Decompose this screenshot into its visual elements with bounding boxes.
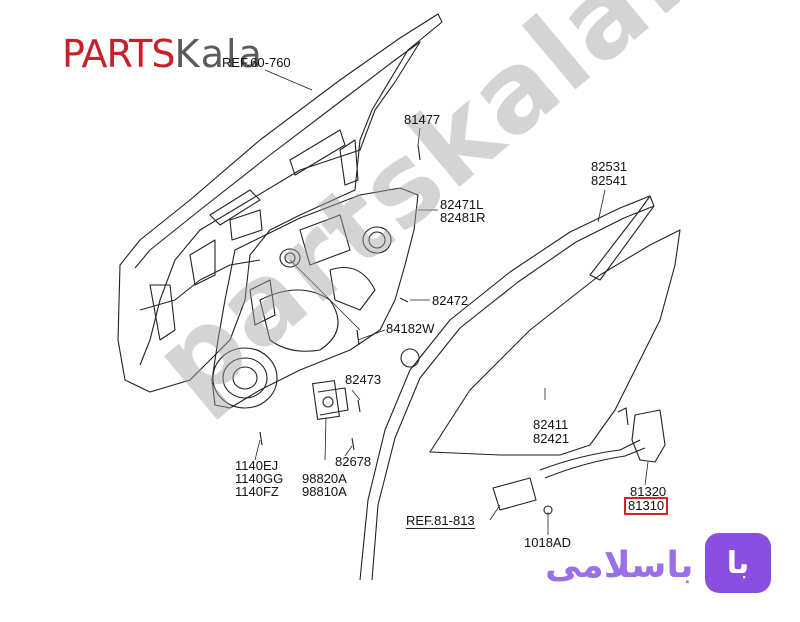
label-98820a: 98820A xyxy=(302,471,347,486)
label-1140ej: 1140EJ xyxy=(235,458,279,473)
label-81477: 81477 xyxy=(404,112,441,127)
label-82473: 82473 xyxy=(345,372,382,387)
door-module-panel xyxy=(211,187,419,409)
door-frame xyxy=(117,13,443,393)
brand-badge-icon: با xyxy=(705,533,771,593)
label-82531: 82531 xyxy=(591,159,628,174)
leader-lines xyxy=(254,69,649,535)
label-1140fz: 1140FZ xyxy=(235,484,279,499)
label-82421: 82421 xyxy=(533,431,570,446)
window-regulator xyxy=(312,380,349,420)
door-glass xyxy=(429,229,681,456)
label-81310-highlighted[interactable]: 81310 xyxy=(624,497,669,515)
label-82472: 82472 xyxy=(432,293,469,308)
label-1140gg: 1140GG xyxy=(235,471,284,486)
label-82411: 82411 xyxy=(533,417,569,432)
glass-run-channel xyxy=(359,195,655,581)
fasteners xyxy=(259,144,421,451)
brand-text: باسلامی xyxy=(545,544,694,586)
label-81320: 81320 xyxy=(630,484,667,499)
label-1018ad: 1018AD xyxy=(524,535,571,550)
label-84182w: 84182W xyxy=(386,321,435,336)
label-82678: 82678 xyxy=(335,454,372,469)
partskala-logo: PARTSKala xyxy=(62,32,264,76)
logo-kala: Kala xyxy=(174,32,264,76)
label-82541: 82541 xyxy=(591,173,628,188)
label-82471l: 82471L xyxy=(440,197,484,212)
label-ref-60-760: REF.60-760 xyxy=(222,55,291,70)
label-82481r: 82481R xyxy=(440,210,486,225)
door-latch-assembly xyxy=(492,407,666,515)
label-98810a: 98810A xyxy=(302,484,347,499)
logo-parts: PARTS xyxy=(62,32,175,76)
label-ref-81-813: REF.81-813 xyxy=(406,513,475,529)
